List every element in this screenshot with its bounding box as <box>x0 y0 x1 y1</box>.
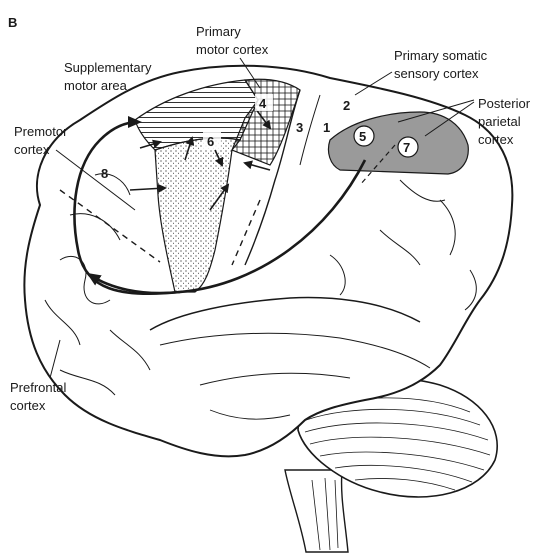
area-number-5: 5 <box>359 129 366 144</box>
label-primary-motor-cortex: Primary motor cortex <box>196 24 269 57</box>
label-premotor-line2: cortex <box>14 142 50 157</box>
label-primary-somatic-sensory-cortex: Primary somatic sensory cortex <box>394 48 488 81</box>
label-primary-motor-line2: motor cortex <box>196 42 269 57</box>
area-number-6: 6 <box>207 134 214 149</box>
panel-label: B <box>8 15 17 30</box>
area-number-2: 2 <box>343 98 350 113</box>
label-supplementary-line2: motor area <box>64 78 128 93</box>
label-premotor-line1: Premotor <box>14 124 68 139</box>
label-parietal-line3: cortex <box>478 132 514 147</box>
brainstem <box>285 470 348 552</box>
label-posterior-parietal-cortex: Posterior parietal cortex <box>478 96 531 147</box>
label-parietal-line1: Posterior <box>478 96 531 111</box>
label-somatic-line1: Primary somatic <box>394 48 488 63</box>
area-number-1: 1 <box>323 120 330 135</box>
label-prefrontal-cortex: Prefrontal cortex <box>10 380 66 413</box>
area-number-8: 8 <box>101 166 108 181</box>
label-supplementary-line1: Supplementary <box>64 60 152 75</box>
area-number-3: 3 <box>296 120 303 135</box>
label-prefrontal-line1: Prefrontal <box>10 380 66 395</box>
label-parietal-line2: parietal <box>478 114 521 129</box>
label-prefrontal-line2: cortex <box>10 398 46 413</box>
label-somatic-line2: sensory cortex <box>394 66 479 81</box>
label-primary-motor-line1: Primary <box>196 24 241 39</box>
area-number-7: 7 <box>403 140 410 155</box>
area-number-4: 4 <box>259 96 267 111</box>
